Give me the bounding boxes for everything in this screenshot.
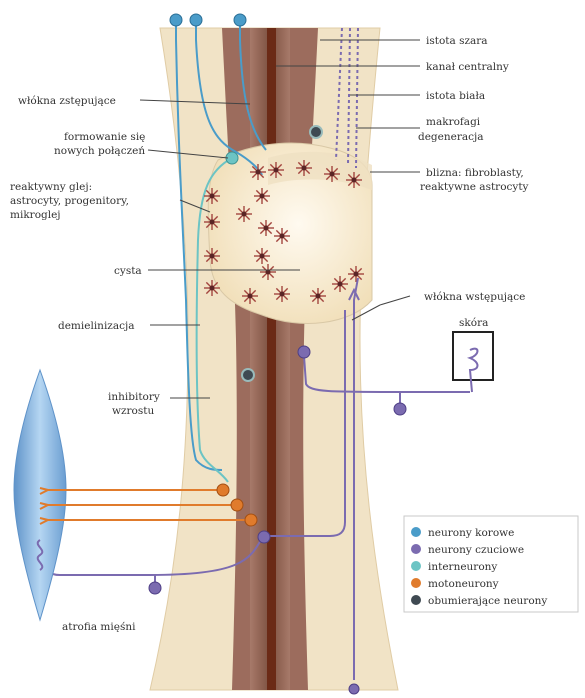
legend-swatch [411,527,421,537]
motoneuron-icon [231,499,243,511]
label-inhibitory-2: wzrostu [112,405,154,417]
astrocyte-icon [310,288,326,304]
label-degeneracja: degeneracja [418,131,484,143]
legend-swatch [411,544,421,554]
muscle [14,370,66,620]
cortical-neuron-icon [170,14,182,26]
label-wlokna-zstepujace: włókna zstępujące [18,95,116,107]
astrocyte-icon [204,188,220,204]
legend-swatch [411,578,421,588]
central-canal [267,28,276,690]
astrocyte-icon [268,162,284,178]
astrocyte-icon [254,188,270,204]
astrocyte-icon [348,266,364,282]
legend-swatch [411,561,421,571]
astrocyte-icon [296,160,312,176]
sensory-neuron-icon [394,403,406,415]
sensory-neuron-icon [349,684,359,694]
astrocyte-icon [324,166,340,182]
astrocyte-icon [254,248,270,264]
label-skora: skóra [459,317,488,329]
legend-label: motoneurony [428,578,499,590]
label-demielinizacja: demielinizacja [58,320,135,332]
legend-item: neurony czuciowe [411,544,524,556]
label-istota-szara: istota szara [426,35,488,47]
cortical-neuron-icon [190,14,202,26]
astrocyte-icon [236,206,252,222]
legend-label: interneurony [428,561,497,573]
astrocyte-icon [274,228,290,244]
label-istota-biala: istota biała [426,90,485,102]
label-formowanie-2: nowych połączeń [54,145,145,157]
astrocyte-icon [204,280,220,296]
label-formowanie-1: formowanie się [64,131,145,143]
astrocyte-icon [242,288,258,304]
label-inhibitory-1: inhibitory [108,391,160,403]
legend-swatch [411,595,421,605]
label-wlokna-wstepujace: włókna wstępujące [424,291,525,303]
sensory-neuron-icon [258,531,270,543]
astrocyte-icon [204,248,220,264]
cortical-neuron-icon [234,14,246,26]
astrocyte-icon [274,286,290,302]
label-makrofagi: makrofagi [426,116,481,128]
astrocyte-icon [346,172,362,188]
label-glej-1: reaktywny glej: [10,181,92,193]
legend-label: obumierające neurony [428,595,547,607]
dying-neuron-icon [310,126,322,138]
astrocyte-icon [260,264,276,280]
legend-item: obumierające neurony [411,595,547,607]
astrocyte-icon [332,276,348,292]
motoneuron-icon [245,514,257,526]
astrocyte-icon [204,214,220,230]
astrocyte-icon [258,220,274,236]
label-glej-2: astrocyty, progenitory, [10,195,129,207]
label-blizna-2: reaktywne astrocyty [420,181,529,193]
label-glej-3: mikroglej [10,209,61,221]
sensory-neuron-icon [149,582,161,594]
label-cysta: cysta [114,265,142,277]
label-atrofia: atrofia mięśni [62,621,136,633]
motoneuron-icon [217,484,229,496]
legend: neurony korowe neurony czuciowe interneuro… [404,516,578,612]
sensory-neuron-icon [298,346,310,358]
label-blizna-1: blizna: fibroblasty, [426,167,524,179]
legend-label: neurony czuciowe [428,544,524,556]
astrocyte-icon [250,164,266,180]
dying-neuron-icon [242,369,254,381]
legend-label: neurony korowe [428,527,514,539]
label-kanal-centralny: kanał centralny [426,61,509,73]
